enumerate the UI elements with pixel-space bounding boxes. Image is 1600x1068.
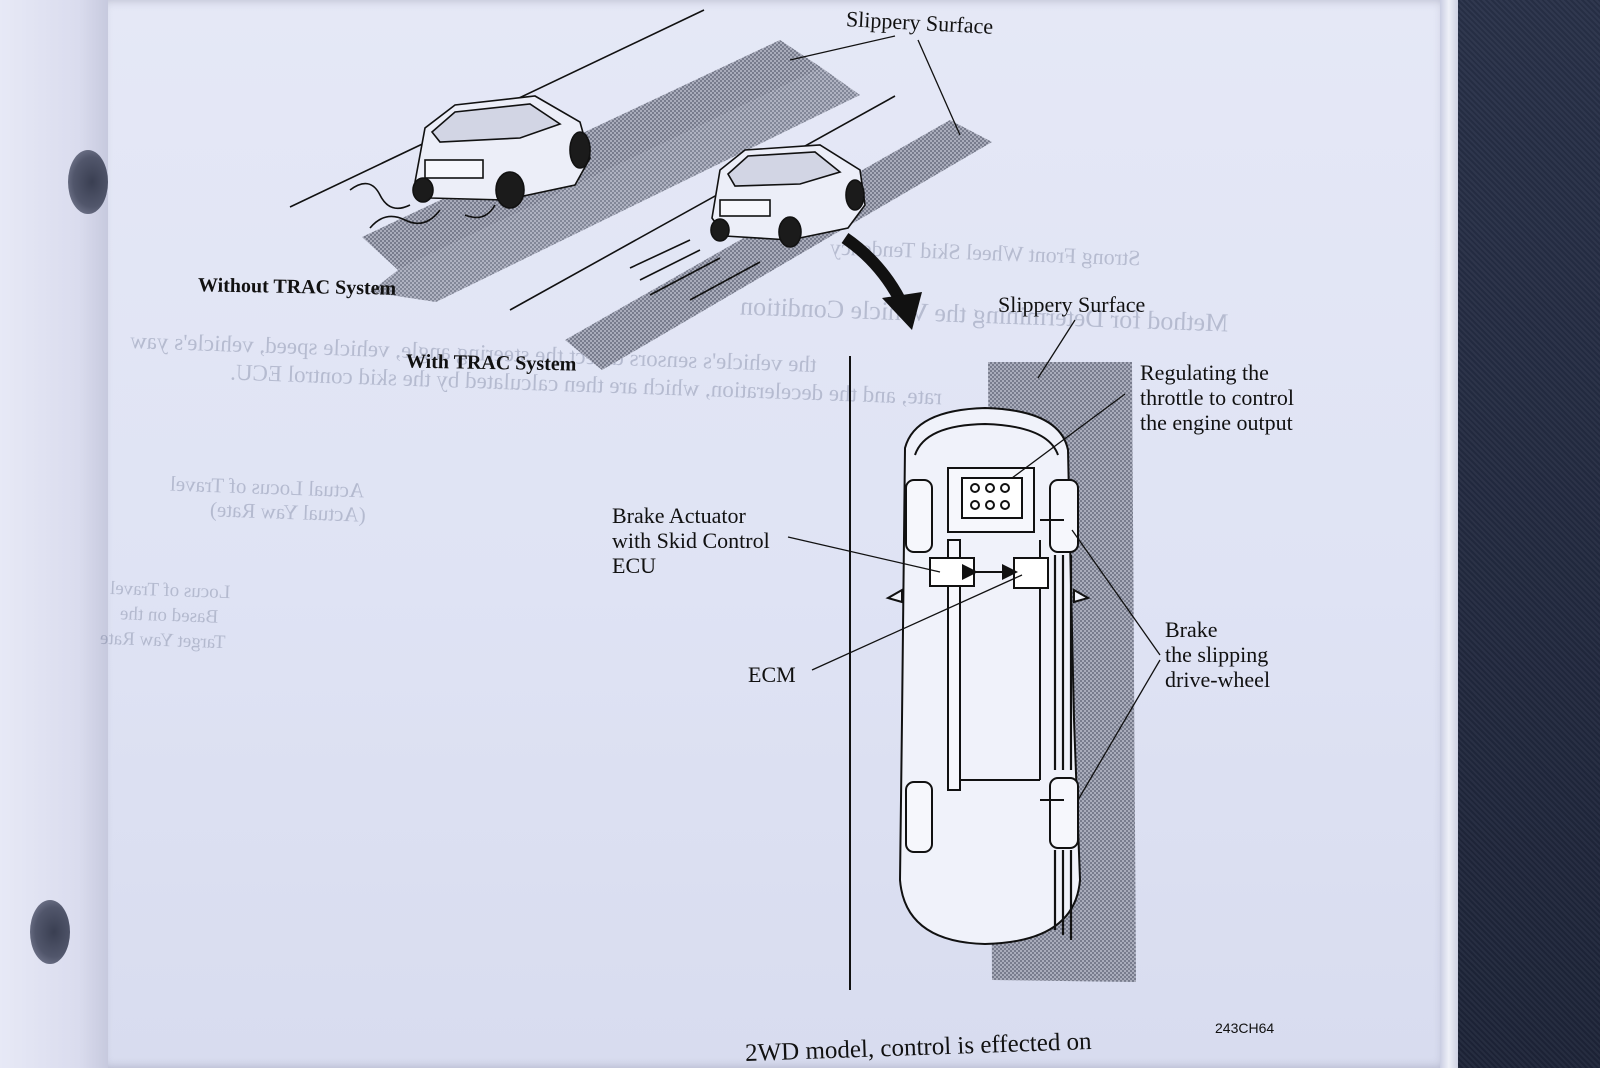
- page-stack-edge: [1440, 0, 1462, 1068]
- label-with-trac: With TRAC System: [405, 350, 577, 376]
- leaders-bottom: [787, 393, 1161, 801]
- label-regulating-throttle: Regulating the throttle to control the e…: [1140, 360, 1294, 435]
- label-line: ECU: [612, 553, 656, 578]
- label-ecm: ECM: [748, 662, 796, 687]
- label-without-trac: Without TRAC System: [197, 274, 397, 300]
- label-brake-wheel: Brake the slipping drive-wheel: [1165, 617, 1270, 692]
- road-lower: [509, 95, 992, 370]
- label-line: with Skid Control: [612, 528, 770, 553]
- background-fabric: [1458, 0, 1600, 1068]
- label-line: throttle to control: [1140, 385, 1294, 410]
- label-line: the engine output: [1140, 410, 1293, 435]
- label-line: Brake: [1165, 617, 1218, 642]
- transition-arrow: [841, 233, 922, 330]
- label-brake-actuator: Brake Actuator with Skid Control ECU: [612, 503, 770, 578]
- car-topview: [885, 406, 1091, 946]
- car-without-trac: [349, 95, 591, 229]
- label-line: Regulating the: [1140, 360, 1269, 385]
- label-slippery-surface-right: Slippery Surface: [998, 292, 1146, 317]
- figure-code: 243CH64: [1215, 1020, 1274, 1036]
- wheel-spin-streaks: [1053, 555, 1073, 940]
- leader-slippery-right: [1037, 319, 1076, 379]
- leader-slippery-top: [789, 35, 961, 136]
- label-line: drive-wheel: [1165, 667, 1271, 692]
- label-line: the slipping: [1165, 642, 1269, 667]
- binder-hole-bottom: [30, 900, 70, 964]
- car-with-trac: [629, 144, 866, 301]
- label-line: Brake Actuator: [612, 503, 746, 528]
- binder-hole-top: [68, 150, 108, 214]
